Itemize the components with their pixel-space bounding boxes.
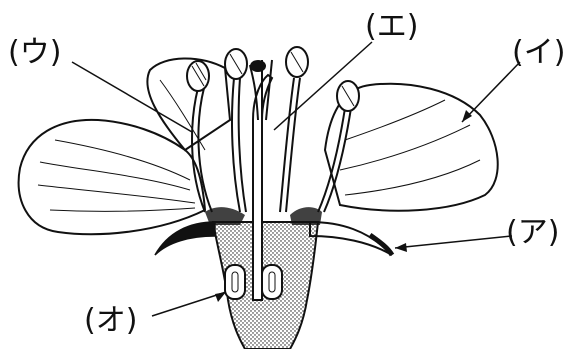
sepal-left [155,222,215,255]
leader-a [395,236,512,248]
label-u: (ウ) [8,38,61,68]
leader-i [462,62,520,122]
label-o: (オ) [84,306,137,336]
label-a: (ア) [506,218,559,248]
leader-o [152,292,226,316]
label-e: (エ) [365,12,418,42]
sepal-right [310,222,392,255]
label-i: (イ) [512,38,565,68]
